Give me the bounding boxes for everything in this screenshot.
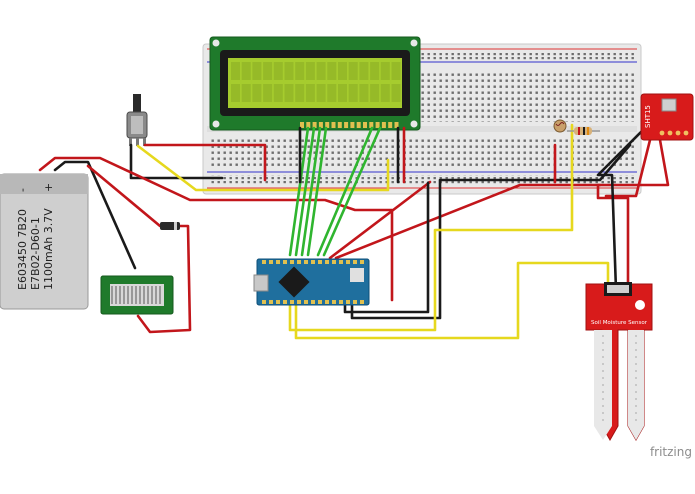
battery-minus: - <box>16 188 29 192</box>
wire-lcd-d6 <box>322 126 382 257</box>
fritzing-watermark: fritzing <box>650 445 692 459</box>
lcd-module <box>209 36 421 131</box>
wire-battery-black <box>53 160 137 270</box>
wire-diode-red <box>136 224 192 334</box>
wire-lcd-d4 <box>306 126 328 257</box>
battery-plus: + <box>42 183 55 192</box>
lcd-screen <box>228 58 402 108</box>
lipo-battery: - E603450 7B20 E7B02-D60-1 + 1100mAh 3.7… <box>0 173 89 310</box>
wires <box>38 123 670 340</box>
wire-ard-yellow1 <box>288 123 574 332</box>
wire-sht-black <box>596 126 647 292</box>
wire-sht-red2 <box>604 138 652 198</box>
battery-line2: E7B02-D60-1 <box>29 217 42 290</box>
soil-sensor-label: Soil Moisture Sensor <box>591 320 648 326</box>
sht15-sensor: SHT15 <box>640 93 694 141</box>
wire-pot-black <box>129 143 224 180</box>
ldr-sensor <box>553 119 567 133</box>
wire-ard-black1 <box>343 181 430 314</box>
potentiometer <box>126 94 148 146</box>
battery-line1: E603450 7B20 <box>16 209 29 290</box>
battery-line3: 1100mAh 3.7V <box>42 208 55 290</box>
sht15-label: SHT15 <box>644 105 652 128</box>
wire-lcd-d5 <box>316 126 374 257</box>
solar-panel <box>100 275 174 315</box>
soil-moisture-sensor: Soil Moisture Sensor <box>585 282 653 442</box>
arduino-nano <box>253 258 370 306</box>
wire-battery-red <box>38 156 394 302</box>
wire-sht-red <box>596 138 670 292</box>
resistor <box>567 127 600 135</box>
wire-battery-red2 <box>86 164 162 228</box>
diode <box>160 222 180 230</box>
wire-ard-red2 <box>334 183 602 260</box>
wire-lcd-d1 <box>288 126 310 257</box>
wire-lcd-d2 <box>294 126 316 257</box>
wire-pot-red <box>143 143 267 182</box>
wire-ard-yellow2 <box>294 261 610 340</box>
wire-ard-red1 <box>328 180 432 260</box>
wire-lcd-d3 <box>300 126 322 257</box>
wire-pot-yellow <box>136 144 390 192</box>
